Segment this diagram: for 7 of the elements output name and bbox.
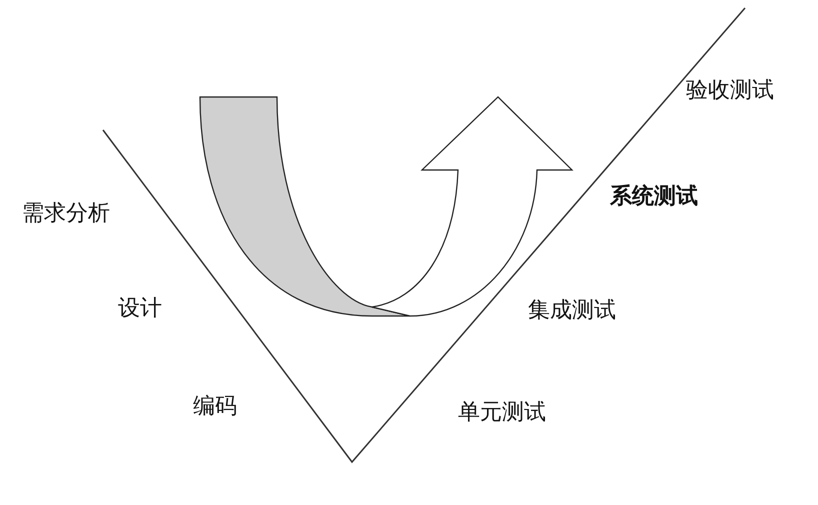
stage-label: 需求分析 [22, 203, 110, 225]
stage-label: 设计 [118, 298, 162, 320]
stage-label: 验收测试 [686, 80, 774, 102]
stage-label: 编码 [193, 396, 237, 418]
stage-label: 单元测试 [458, 402, 546, 424]
stage-label: 系统测试 [610, 186, 698, 208]
stage-label: 集成测试 [528, 300, 616, 322]
